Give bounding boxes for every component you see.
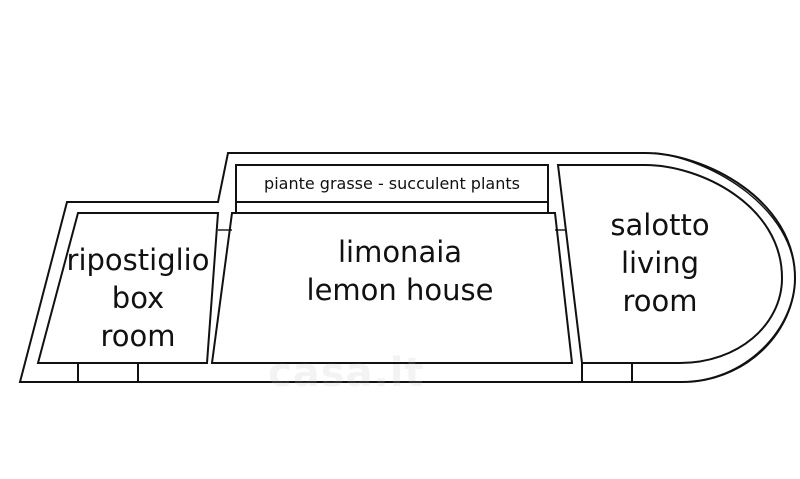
lemon-house-label: limonaia lemon house [280, 233, 520, 309]
living-room-label: salotto living room [580, 206, 740, 320]
box-room-label-english-1: box [111, 281, 165, 315]
living-room-curved-glazing [654, 152, 796, 383]
lemon-house-label-italian: limonaia [337, 235, 463, 269]
succulent-plants-label: piante grasse - succulent plants [264, 174, 520, 193]
box-room-label: ripostiglio box room [58, 241, 218, 355]
living-room-wall [556, 164, 784, 364]
watermark: casa.it [268, 350, 425, 396]
box-room-wall [36, 212, 220, 364]
living-room-label-italian: salotto [610, 208, 710, 242]
living-room-label-english-1: living [620, 246, 700, 280]
box-room-label-italian: ripostiglio [66, 243, 210, 277]
lemon-house-label-english: lemon house [306, 273, 494, 307]
succulent-plants-strip [235, 164, 549, 203]
living-room-label-english-2: room [622, 284, 698, 318]
box-room-label-english-2: room [100, 319, 176, 353]
